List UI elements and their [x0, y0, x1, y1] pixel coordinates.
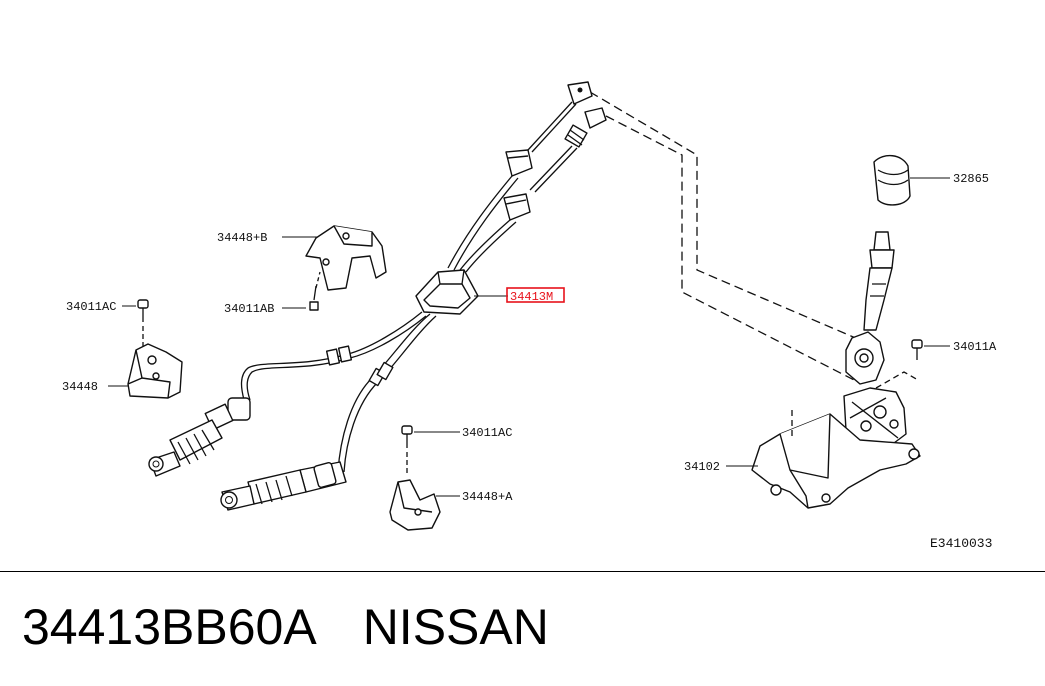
- cable-end-lower-left: [220, 461, 347, 511]
- control-device: [751, 231, 921, 509]
- label-34011a: 34011A: [953, 340, 997, 354]
- bolt-lower: [401, 425, 413, 448]
- label-34448-a: 34448+A: [462, 490, 513, 504]
- label-34011ac-lower: 34011AC: [462, 426, 512, 440]
- cable-grommet-lower: [503, 193, 531, 221]
- phantom-line-lower: [605, 115, 859, 383]
- cable-end-upper: [567, 81, 593, 105]
- label-34011ac-left: 34011AC: [66, 300, 116, 314]
- label-34413m: 34413M: [510, 290, 553, 304]
- bracket-upper: [305, 225, 387, 291]
- part-number: 34413BB60A: [22, 599, 317, 655]
- bolt-right: [911, 339, 923, 360]
- footer-caption: 34413BB60A NISSAN: [22, 598, 549, 656]
- divider: [0, 571, 1045, 572]
- label-34448-b: 34448+B: [217, 231, 267, 245]
- bolt-upper: [309, 285, 319, 311]
- cable-boot: [415, 269, 479, 315]
- cable-grommet-upper: [505, 149, 533, 177]
- label-34102: 34102: [684, 460, 720, 474]
- highlight-box: [506, 287, 565, 303]
- cable-end-lower: [564, 107, 607, 148]
- label-34448: 34448: [62, 380, 98, 394]
- shift-knob: [873, 155, 911, 206]
- phantom-line-upper: [589, 91, 873, 346]
- bolt-left: [137, 299, 149, 322]
- cable-assembly: [148, 81, 607, 511]
- brand-name: NISSAN: [362, 599, 549, 655]
- bracket-lower: [389, 479, 441, 531]
- bracket-left: [127, 343, 183, 399]
- parts-diagram: 32865 34448+B 34011AB 34011AC 34448 3441…: [62, 81, 997, 551]
- cable-end-left: [148, 397, 251, 477]
- label-32865: 32865: [953, 172, 989, 186]
- diagram-code: E3410033: [930, 536, 992, 551]
- label-34011ab: 34011AB: [224, 302, 274, 316]
